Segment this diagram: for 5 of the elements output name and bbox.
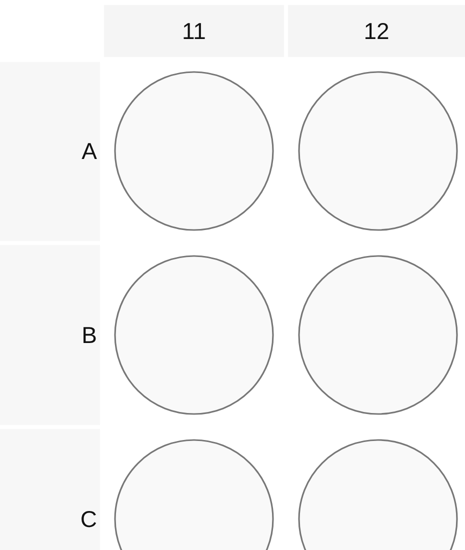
row-header: C (0, 429, 100, 550)
row-header: B (0, 245, 100, 425)
column-header: 11 (104, 5, 284, 57)
column-header: 12 (288, 5, 465, 57)
row-header: A (0, 62, 100, 241)
